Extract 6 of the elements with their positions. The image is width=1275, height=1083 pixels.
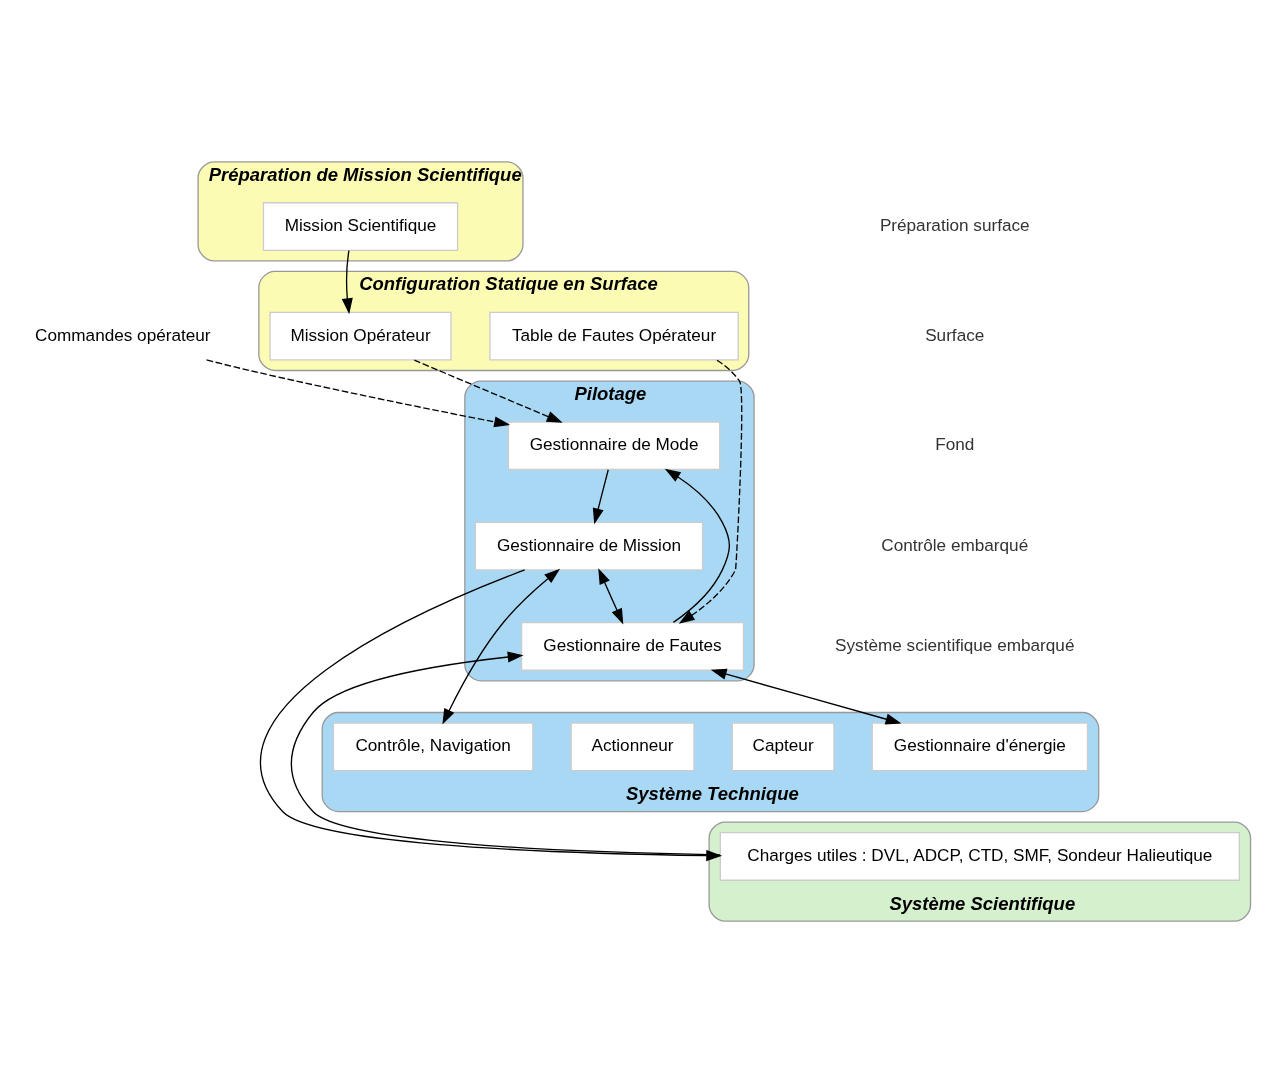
label: Fond [935, 434, 975, 455]
node-text: Commandes opérateur [35, 324, 211, 345]
label: Contrôle embarqué [881, 534, 1029, 555]
label: Surface [925, 324, 985, 345]
label: Préparation surface [879, 215, 1030, 236]
label: Système scientifique embarqué [835, 634, 1075, 655]
